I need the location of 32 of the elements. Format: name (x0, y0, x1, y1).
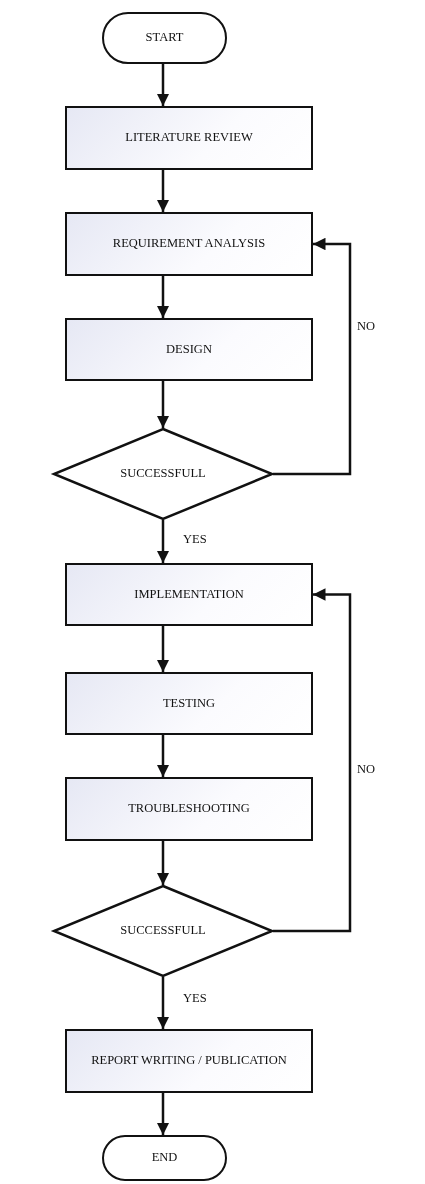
node-label: START (145, 30, 184, 46)
arrow (156, 841, 170, 885)
process-box (65, 672, 313, 735)
arrow (156, 381, 170, 428)
node-label: SUCCESSFULL (120, 923, 206, 939)
node-label: TROUBLESHOOTING (128, 801, 250, 817)
process-box (65, 212, 313, 276)
process-box (65, 318, 313, 381)
node-label: LITERATURE REVIEW (125, 130, 253, 146)
process-box (65, 563, 313, 626)
node-label: IMPLEMENTATION (134, 586, 244, 603)
arrow (156, 520, 170, 563)
node-label: END (151, 1150, 178, 1166)
terminal-capsule (102, 12, 227, 64)
terminal-capsule (102, 1135, 227, 1181)
arrow (156, 977, 170, 1029)
arrow (273, 588, 352, 933)
node-label: REPORT WRITING / PUBLICATION (91, 1053, 287, 1069)
arrow (156, 626, 170, 672)
node-label: TESTING (162, 695, 216, 712)
arrow (156, 170, 170, 212)
node-label: REQUIREMENT ANALYSIS (112, 236, 266, 252)
arrow (156, 64, 170, 106)
arrow (156, 1093, 170, 1135)
arrow (156, 735, 170, 777)
node-label: DESIGN (166, 341, 212, 358)
process-box (65, 1029, 313, 1093)
arrow (156, 276, 170, 318)
process-box (65, 106, 313, 170)
arrow (273, 237, 352, 476)
node-label: SUCCESSFULL (120, 466, 206, 482)
process-box (65, 777, 313, 841)
